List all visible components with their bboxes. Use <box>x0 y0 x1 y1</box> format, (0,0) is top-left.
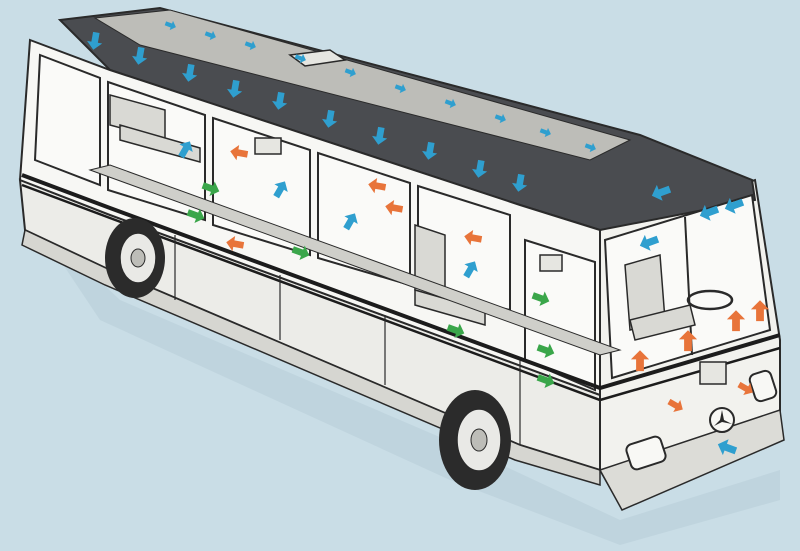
recirculated-air-arrow <box>536 373 555 388</box>
fresh-air-arrow <box>724 197 745 214</box>
fresh-air-arrow <box>343 213 358 231</box>
heated-air-arrow <box>726 310 746 332</box>
rear-wheel <box>105 218 165 298</box>
heater-unit-front <box>699 361 727 385</box>
recirculated-air-arrow <box>446 323 465 338</box>
recirculated-air-arrow <box>531 291 550 306</box>
recirculated-air-arrows <box>186 181 555 388</box>
heated-air-arrow <box>630 350 650 372</box>
fresh-air-arrow <box>322 109 338 128</box>
fresh-air-arrow <box>204 30 216 41</box>
fresh-air-arrow <box>494 113 506 124</box>
fresh-air-arrow <box>394 83 406 94</box>
fresh-air-arrow <box>344 67 356 78</box>
stripe-lower <box>21 183 781 402</box>
heated-air-arrow <box>737 381 753 396</box>
fresh-air-arrow <box>651 184 672 201</box>
heater-unit-door <box>539 254 563 272</box>
panel-seams <box>174 235 601 470</box>
bus-shadow <box>30 215 780 545</box>
front-hub <box>470 428 488 452</box>
fresh-air-arrow <box>178 141 193 159</box>
fresh-air-arrow <box>539 127 551 138</box>
floor-air-duct <box>88 164 622 356</box>
fresh-air-arrow <box>87 31 103 50</box>
heated-air-arrow <box>385 200 404 216</box>
fresh-air-arrow <box>273 181 288 199</box>
driver-seat-cushion <box>629 304 696 341</box>
fresh-air-arrow <box>639 234 660 251</box>
heater-units <box>254 137 727 385</box>
fresh-air-arrow <box>584 142 596 153</box>
front-emblem-star <box>714 410 732 426</box>
recirculated-air-arrow <box>536 343 555 358</box>
fresh-air-arrow <box>294 53 306 64</box>
fresh-air-arrow <box>422 141 438 160</box>
front-wheel <box>439 390 511 490</box>
recirculated-air-arrow <box>201 181 220 196</box>
fresh-air-arrow <box>472 159 488 178</box>
rear-hub <box>130 248 146 268</box>
headlight-left <box>625 435 667 471</box>
heated-air-arrow <box>667 398 683 413</box>
fresh-air-arrow <box>372 126 388 145</box>
fresh-air-arrow <box>272 91 288 110</box>
fresh-air-arrow <box>463 261 478 279</box>
fresh-air-arrow <box>132 46 148 65</box>
fresh-air-arrow <box>227 79 243 98</box>
fresh-air-arrow <box>182 63 198 82</box>
heated-air-arrow <box>368 178 387 194</box>
fresh-air-arrows <box>87 20 745 456</box>
steering-wheel <box>686 289 734 311</box>
fresh-air-arrow <box>512 173 528 192</box>
headlight-right <box>748 369 778 403</box>
roof-light-strip <box>93 9 632 161</box>
heater-unit-rear <box>254 137 282 155</box>
stripe-upper <box>21 173 781 391</box>
heated-air-arrow <box>226 236 245 252</box>
fresh-air-arrow <box>244 40 256 51</box>
fresh-air-arrow <box>699 204 720 221</box>
heated-air-arrow <box>230 145 249 161</box>
fresh-air-arrow <box>717 439 738 456</box>
fresh-air-arrow <box>164 20 176 31</box>
side-window-1 <box>33 53 101 187</box>
heated-air-arrow <box>464 230 483 246</box>
recirculated-air-arrow <box>291 245 310 260</box>
windshield-divider <box>684 216 693 356</box>
heated-air-arrows <box>226 145 770 413</box>
body-stripes <box>21 173 781 402</box>
heated-air-arrow <box>750 300 770 322</box>
recirculated-air-arrow <box>186 208 205 223</box>
heated-air-arrow <box>678 330 698 352</box>
fresh-air-arrow <box>444 98 456 109</box>
